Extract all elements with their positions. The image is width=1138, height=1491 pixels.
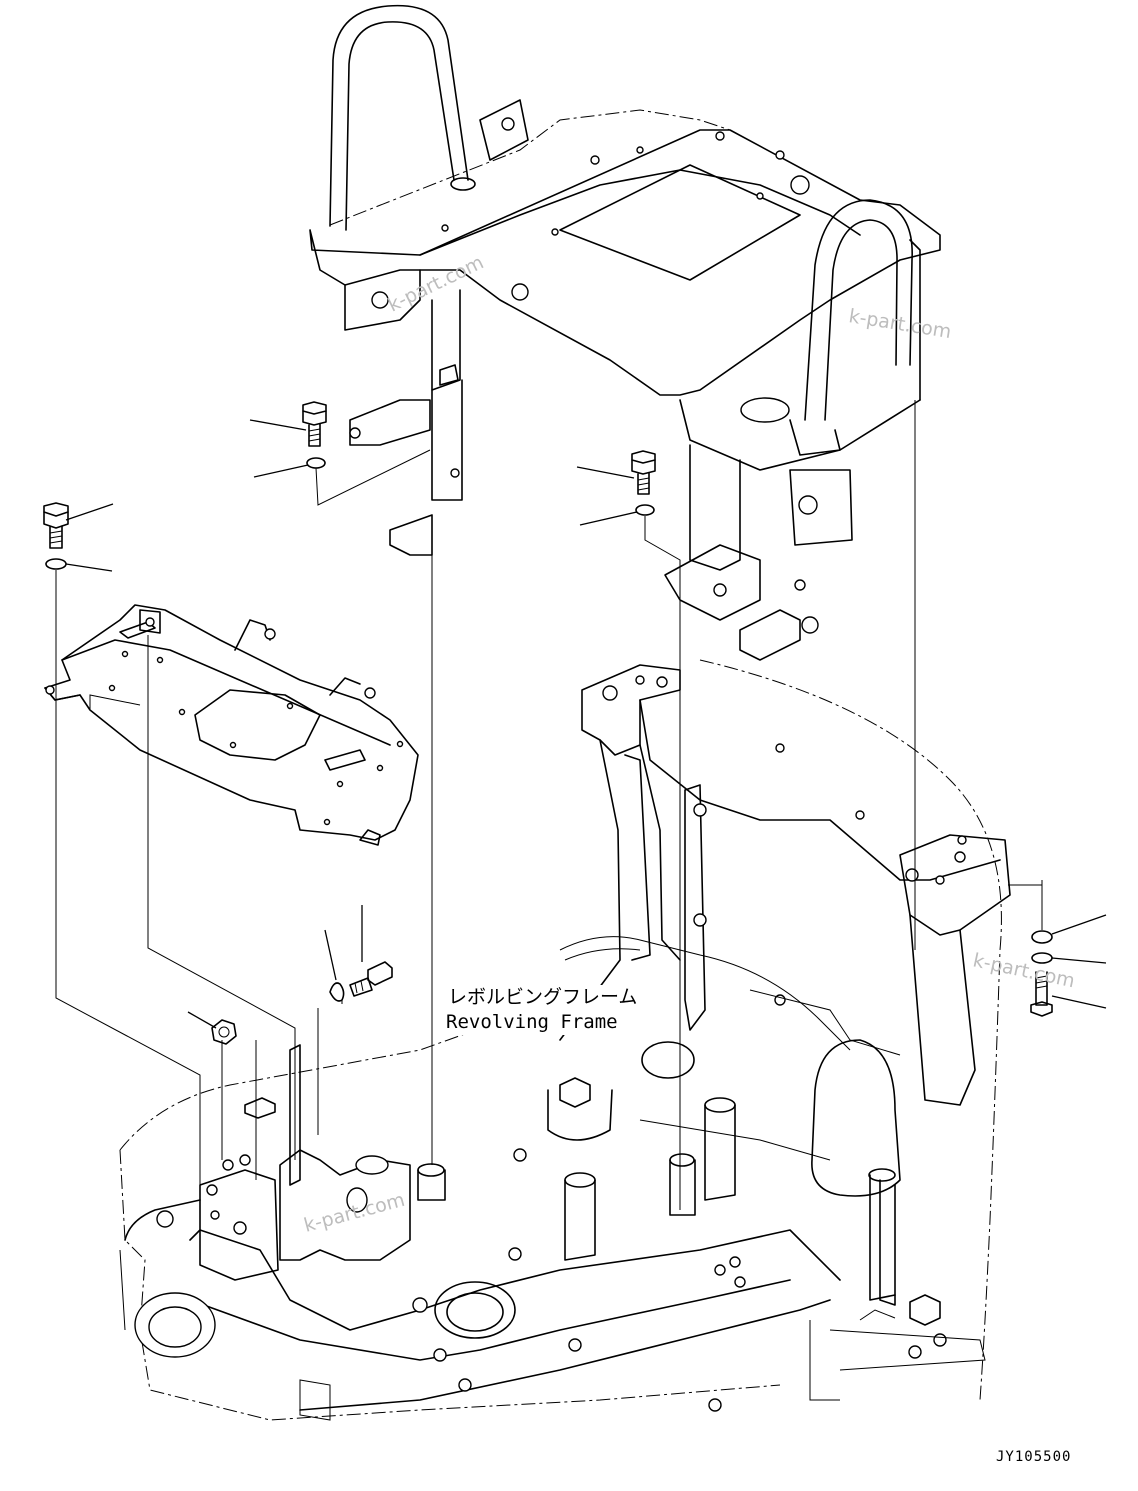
watermarks: k-part.com k-part.com k-part.com k-part.… bbox=[302, 251, 1077, 1236]
watermark-text: k-part.com bbox=[971, 949, 1077, 992]
bolt-icon bbox=[43, 502, 69, 549]
callout-label-jp: レボルビングフレーム bbox=[448, 986, 637, 1008]
watermark-text: k-part.com bbox=[385, 251, 488, 316]
revolving-frame bbox=[119, 659, 1011, 1421]
callout-revolving-frame: レボルビングフレーム Revolving Frame bbox=[445, 985, 637, 1035]
drawing-code: JY105500 bbox=[996, 1449, 1071, 1465]
watermark-text: k-part.com bbox=[847, 305, 953, 343]
leader-lines bbox=[55, 400, 1107, 1210]
washer-icon bbox=[329, 982, 345, 1002]
canopy-frame bbox=[309, 4, 941, 661]
floor-plate bbox=[44, 604, 419, 846]
washer-icon bbox=[45, 558, 67, 570]
fasteners bbox=[43, 401, 1053, 1045]
washer-icon bbox=[635, 504, 655, 516]
callout-label-en: Revolving Frame bbox=[446, 1011, 618, 1033]
nut-icon bbox=[211, 1019, 237, 1045]
bolt-icon bbox=[349, 961, 393, 997]
bolt-icon bbox=[302, 401, 327, 447]
bolt-icon bbox=[631, 450, 656, 495]
washer-icon bbox=[306, 457, 326, 469]
washer-icon bbox=[1031, 930, 1053, 944]
bolt-icon bbox=[1030, 971, 1053, 1017]
